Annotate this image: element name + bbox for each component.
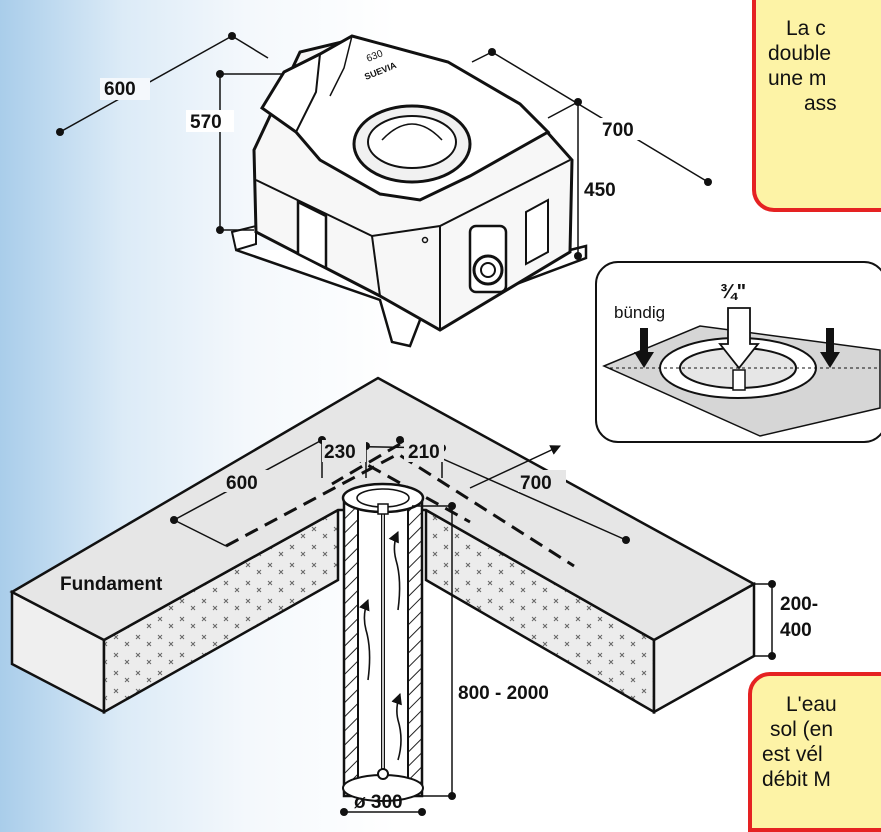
trough-width-label: 700: [602, 120, 634, 141]
callout-bottom-line: est vél: [762, 743, 823, 766]
trough-bowl-inner: [367, 115, 457, 169]
diameter-label: ø 300: [354, 792, 403, 813]
callout-top: La c double une m ass: [752, 0, 881, 212]
airflow-arrows: [359, 530, 402, 761]
flush-arrow-right-icon: [820, 328, 840, 368]
trough-window-left: [296, 199, 328, 271]
trough-height-total-label: 570: [190, 112, 222, 133]
pipe-size-label: ¾": [720, 281, 746, 303]
depth-range-label: 800 - 2000: [458, 683, 549, 704]
callout-top-line: La c: [786, 17, 826, 40]
flush-label: bündig: [614, 303, 665, 322]
thickness-label-line2: 400: [780, 620, 812, 641]
offset-left-label: 230: [324, 442, 356, 463]
trough-unit: 630 SUEVIA: [230, 34, 588, 348]
callout-top-line: double: [768, 42, 832, 65]
offset-right-label: 210: [408, 442, 440, 463]
foundation: [9, 376, 757, 802]
foundation-label: Fundament: [60, 574, 163, 595]
foundation-right-length-label: 700: [520, 473, 552, 494]
callout-top-line: ass: [804, 92, 837, 115]
trough-base-flange: [230, 224, 257, 252]
callout-bottom-line: sol (en: [770, 718, 834, 741]
flush-arrow-left-icon: [634, 328, 654, 368]
callout-bottom-line: débit M: [762, 768, 831, 791]
thickness-label-line1: 200-: [780, 594, 818, 615]
trough-height-body-label: 450: [584, 180, 616, 201]
trough-depth-label: 600: [104, 79, 136, 100]
callout-top-line: une m: [768, 67, 827, 90]
detail-inset: bündig ¾": [595, 261, 881, 443]
callout-bottom: L'eau sol (en est vél débit M: [748, 672, 881, 832]
trough-window-right: [525, 198, 549, 266]
callout-bottom-line: L'eau: [786, 693, 837, 716]
foundation-left-length-label: 600: [226, 473, 258, 494]
